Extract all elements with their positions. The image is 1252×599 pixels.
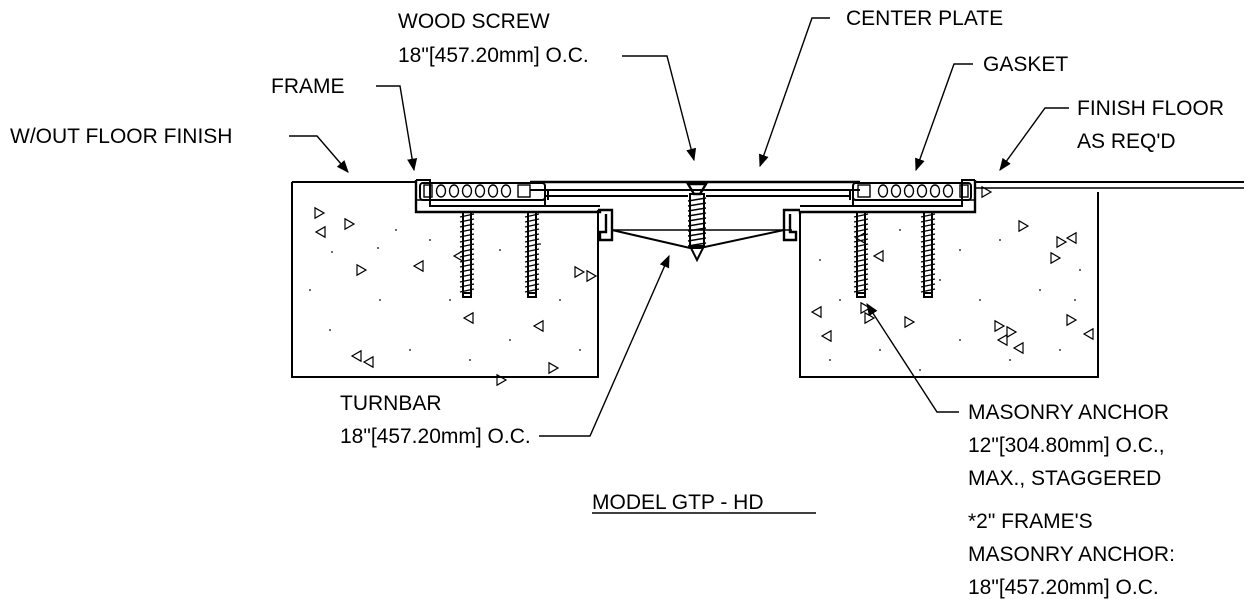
leader-lines (289, 17, 1069, 437)
masonry-anchor-4 (920, 211, 936, 298)
masonry-anchor-line-2: 12"[304.80mm] O.C., (968, 434, 1165, 457)
label-wood-screw: WOOD SCREW 18"[457.20mm] O.C. (398, 10, 589, 67)
concrete-dots (309, 181, 1081, 371)
aggregate-symbols (314, 185, 1094, 387)
label-frame-note: *2" FRAME'S MASONRY ANCHOR: 18"[457.20mm… (968, 510, 1175, 599)
finish-floor-line-2: AS REQ'D (1077, 130, 1176, 153)
turnbar-line-2: 18"[457.20mm] O.C. (340, 425, 531, 448)
model-title: MODEL GTP - HD (592, 491, 764, 514)
masonry-anchor-1 (459, 211, 475, 298)
right-concrete-slab (799, 181, 1244, 378)
label-frame: FRAME (271, 75, 345, 98)
frame-note-line-1: *2" FRAME'S (968, 510, 1093, 533)
wood-screw-line-1: WOOD SCREW (398, 10, 550, 33)
turnbar-line-1: TURNBAR (340, 392, 442, 415)
wood-screw (685, 182, 709, 263)
frame-note-line-2: MASONRY ANCHOR: (968, 543, 1175, 566)
label-finish-floor: FINISH FLOOR AS REQ'D (1077, 97, 1224, 153)
label-turnbar: TURNBAR 18"[457.20mm] O.C. (340, 392, 531, 448)
finish-floor-line-1: FINISH FLOOR (1077, 97, 1224, 120)
left-gasket (419, 182, 546, 201)
right-gasket (852, 182, 972, 201)
turnbar (611, 229, 785, 249)
left-concrete-slab (291, 181, 599, 378)
center-plate (530, 180, 860, 200)
masonry-anchor-line-3: MAX., STAGGERED (968, 467, 1161, 490)
label-gasket: GASKET (983, 53, 1068, 76)
label-masonry-anchor: MASONRY ANCHOR 12"[304.80mm] O.C., MAX.,… (968, 401, 1169, 490)
frame-note-line-3: 18"[457.20mm] O.C. (968, 576, 1159, 599)
masonry-anchor-line-1: MASONRY ANCHOR (968, 401, 1169, 424)
label-center-plate: CENTER PLATE (846, 7, 1003, 30)
wood-screw-line-2: 18"[457.20mm] O.C. (398, 44, 589, 67)
masonry-anchor-2 (524, 211, 540, 298)
masonry-anchor-3 (853, 211, 869, 298)
label-wout-floor-finish: W/OUT FLOOR FINISH (10, 125, 232, 148)
